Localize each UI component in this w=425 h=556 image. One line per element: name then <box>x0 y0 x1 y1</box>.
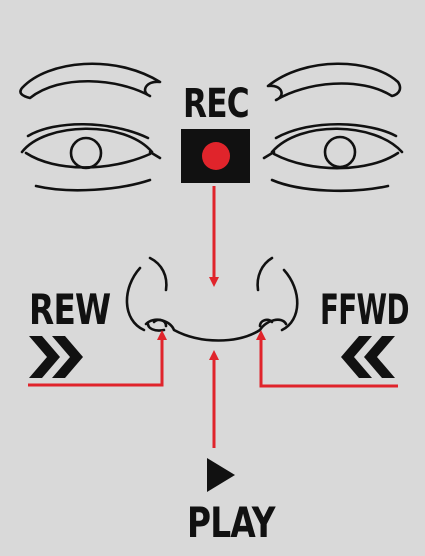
play-triangle-icon <box>207 458 235 492</box>
double-chevron-left-icon <box>341 336 395 378</box>
ffwd-label: FFWD <box>320 285 409 334</box>
rec-label: REC <box>183 81 250 127</box>
rew-arrow <box>28 330 167 387</box>
control-arrows <box>28 186 398 448</box>
double-chevron-right-icon <box>29 336 83 378</box>
right-eyebrow <box>266 62 402 102</box>
ffwd-arrow <box>256 330 398 388</box>
left-eye <box>20 122 162 192</box>
nose <box>125 256 299 342</box>
play-label: PLAY <box>187 498 275 547</box>
right-eye <box>262 122 404 193</box>
left-eyebrow <box>19 62 162 100</box>
record-button-icon <box>181 129 250 183</box>
rew-label: REW <box>29 285 111 334</box>
